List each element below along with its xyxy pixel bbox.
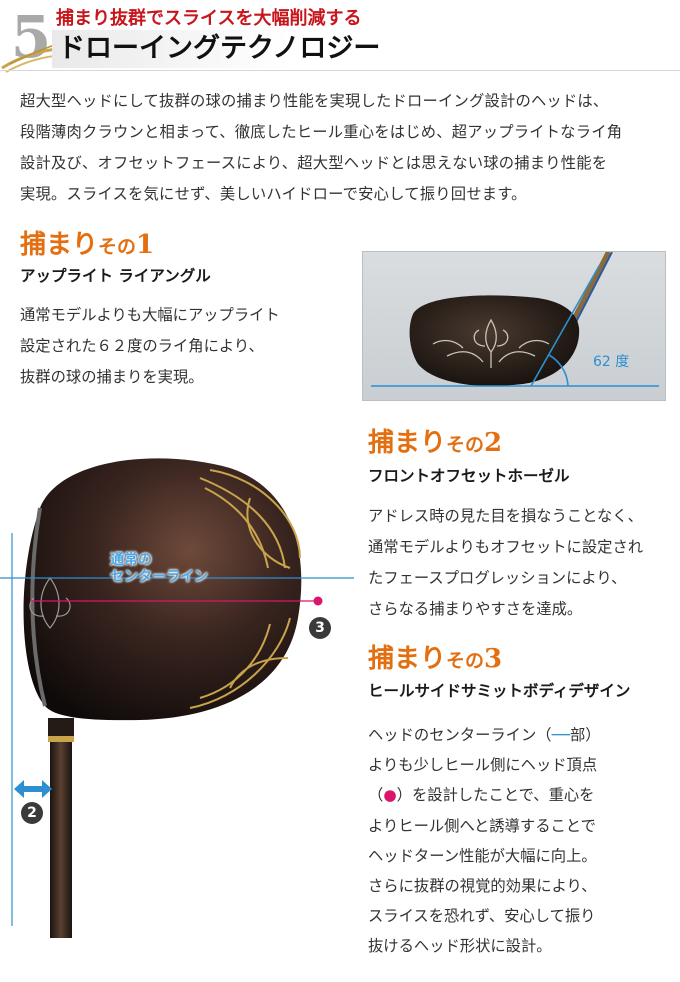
body-line: よりも少しヒール側にヘッド頂点	[368, 756, 598, 775]
body-line: 通常モデルよりも大幅にアップライト	[20, 306, 280, 324]
point-heading-number: 3	[484, 644, 503, 674]
body-text: 部）	[570, 726, 601, 744]
point-3-subtitle: ヒールサイドサミットボディデザイン	[368, 682, 631, 700]
center-line-label-line: 通常の	[110, 552, 152, 568]
body-line: たフェースプログレッションにより、	[368, 569, 627, 587]
point-heading-small: その	[446, 434, 485, 456]
point-2-body: アドレス時の見た目を損なうことなく、 通常モデルよりもオフセットに設定され たフ…	[368, 501, 643, 625]
body-line: 抜群の球の捕まりを実現。	[20, 368, 204, 386]
body-line: ヘッドのセンターライン（──部）	[368, 720, 601, 750]
point-heading-number: 2	[484, 428, 503, 458]
intro-line: 超大型ヘッドにして抜群の球の捕まり性能を実現したドローイング設計のヘッドは、	[20, 92, 609, 110]
driver-toe-view-illustration	[371, 252, 659, 387]
body-line: さらに抜群の視覚的効果により、	[368, 877, 597, 896]
number-badge-3: 3	[309, 617, 331, 639]
point-heading-main: 捕まり	[368, 428, 447, 458]
body-line: ヘッドターン性能が大幅に向上。	[368, 846, 597, 865]
point-1-body: 通常モデルよりも大幅にアップライト 設定された６２度のライ角により、 抜群の球の…	[20, 300, 280, 393]
intro-paragraph: 超大型ヘッドにして抜群の球の捕まり性能を実現したドローイング設計のヘッドは、 段…	[20, 86, 670, 210]
point-heading-main: 捕まり	[368, 644, 447, 674]
body-line: 設定された６２度のライ角により、	[20, 337, 264, 355]
body-line: 通常モデルよりもオフセットに設定され	[368, 538, 644, 556]
intro-line: 段階薄肉クラウンと相まって、徹底したヒール重心をはじめ、超アップライトなライ角	[20, 123, 623, 141]
center-line-dash-icon: ──	[551, 726, 570, 744]
section-subtitle: 捕まり抜群でスライスを大幅削減する	[56, 8, 362, 29]
point-3-heading: 捕まりその3	[368, 644, 502, 676]
lie-angle-label: 62 度	[593, 354, 630, 370]
driver-head-top-view	[0, 458, 354, 938]
center-line-label-line: センターライン	[110, 569, 208, 585]
intro-line: 実現。スライスを気にせず、美しいハイドローで安心して振り回せます。	[20, 185, 527, 203]
body-text: ヘッドのセンターライン（	[368, 726, 552, 744]
lie-angle-photo: 62 度	[362, 251, 666, 401]
center-line-label: 通常の センターライン	[110, 552, 240, 586]
point-2-subtitle: フロントオフセットホーゼル	[368, 467, 570, 485]
summit-dot-icon: ●	[383, 786, 397, 805]
section-title-bar: ドローイングテクノロジー	[52, 30, 381, 68]
point-heading-small: その	[98, 236, 137, 258]
body-line: アドレス時の見た目を損なうことなく、	[368, 507, 643, 525]
intro-line: 設計及び、オフセットフェースにより、超大型ヘッドとは思えない球の捕まり性能を	[20, 154, 608, 172]
body-line: （●）を設計したことで、重心を	[368, 780, 601, 810]
point-heading-main: 捕まり	[20, 230, 99, 260]
point-heading-small: その	[446, 650, 485, 672]
body-line: スライスを恐れず、安心して振り	[368, 907, 596, 926]
point-2-heading: 捕まりその2	[368, 428, 502, 460]
point-1-subtitle: アップライト ライアングル	[20, 267, 211, 285]
section-title: ドローイングテクノロジー	[58, 33, 381, 64]
point-1-heading: 捕まりその1	[20, 230, 154, 262]
point-3-body: ヘッドのセンターライン（──部） よりも少しヒール側にヘッド頂点 （●）を設計し…	[368, 720, 601, 962]
point-heading-number: 1	[136, 230, 155, 260]
body-line: 抜けるヘッド形状に設計。	[368, 937, 552, 956]
body-text: （	[368, 786, 384, 805]
body-line: よりヒール側へと誘導することで	[368, 816, 596, 835]
header-divider	[0, 70, 680, 71]
body-line: さらなる捕まりやすさを達成。	[368, 600, 583, 618]
body-text: ）を設計したことで、重心を	[396, 786, 595, 805]
number-badge-2: 2	[21, 802, 43, 824]
